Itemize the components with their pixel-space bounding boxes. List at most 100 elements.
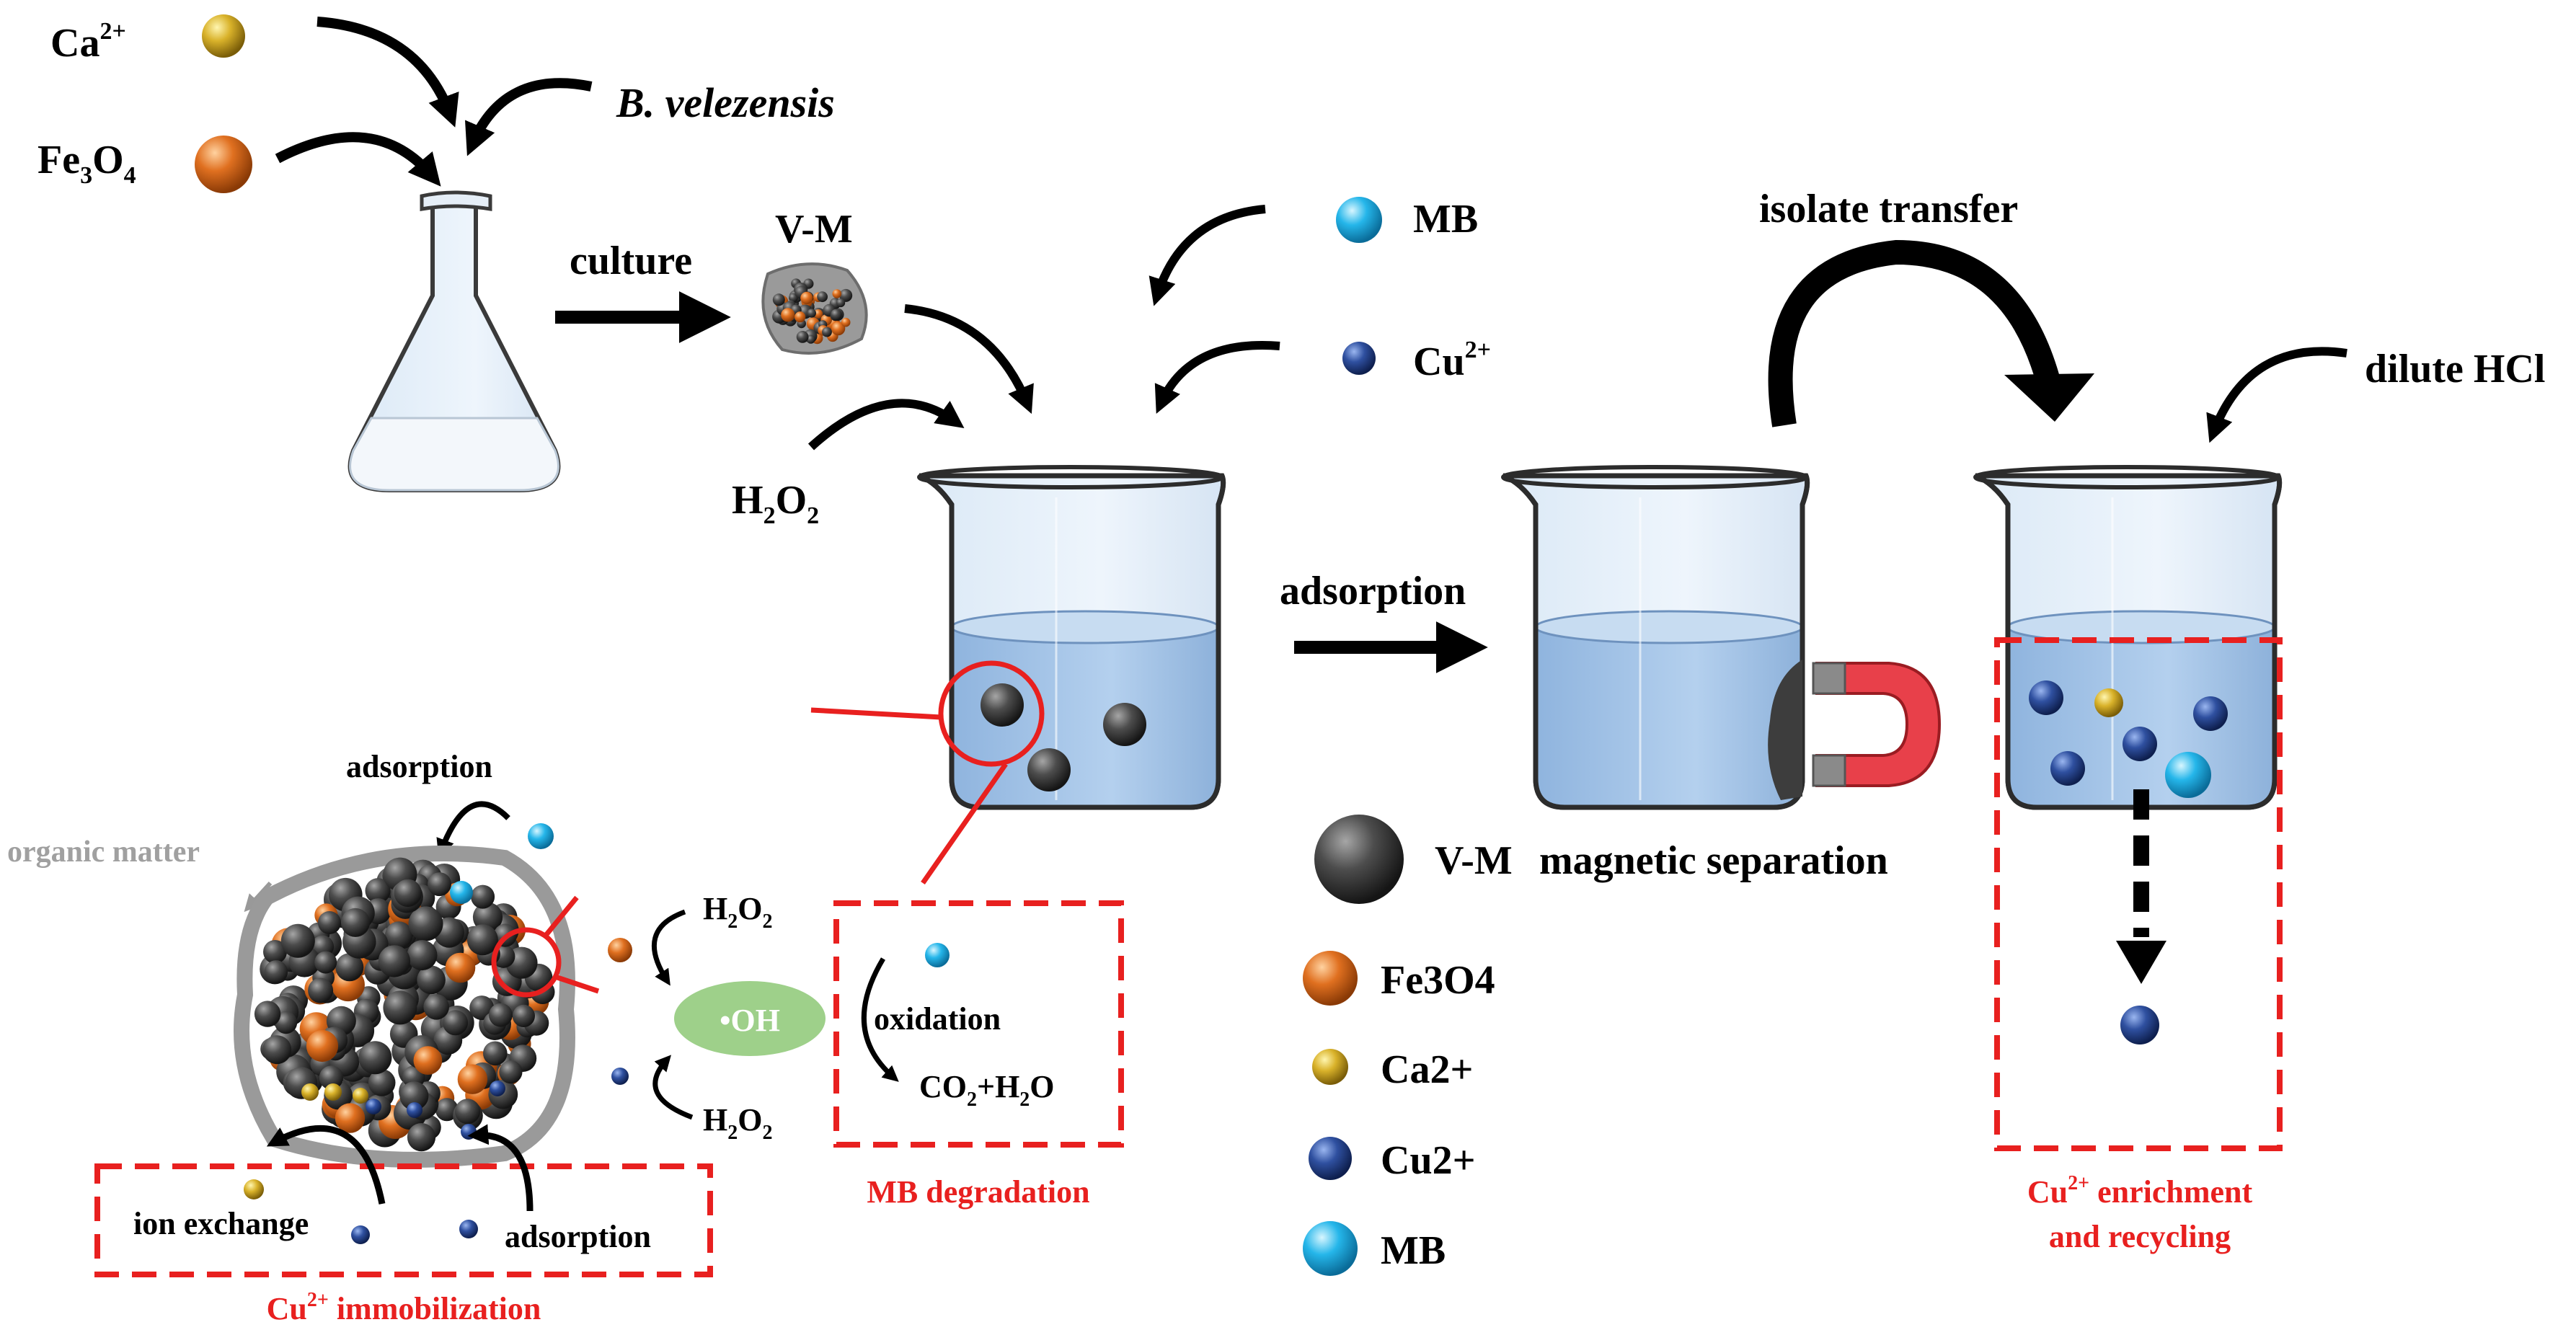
- aggregate-sphere: [817, 291, 828, 303]
- fe3o4-legend-icon: [1303, 951, 1358, 1006]
- aggregate-sphere: [450, 881, 473, 904]
- aggregate-sphere: [319, 1065, 344, 1090]
- legend: V-M Fe3O4 Ca2+ Cu2+ MB: [1303, 815, 1513, 1276]
- vm-particle-icon: [761, 262, 868, 355]
- cu-immobilization-label: Cu2+ immobilization: [267, 1289, 541, 1326]
- arrow-cu-to-beaker-icon: [1154, 341, 1280, 414]
- aggregate-sphere: [443, 1010, 469, 1036]
- down-arrowhead-icon: [2116, 941, 2166, 984]
- aggregate-sphere: [301, 1083, 319, 1101]
- oxidation-arrow-icon: [861, 957, 899, 1082]
- arrow-vm-to-beaker-icon: [904, 304, 1034, 414]
- separation-beaker: [1501, 465, 1810, 810]
- legend-label-mb: MB: [1381, 1228, 1446, 1273]
- mb-top-label: MB: [1413, 197, 1478, 241]
- aggregate-sphere: [454, 1099, 481, 1125]
- aggregate-sphere: [831, 309, 842, 321]
- ca-sphere-icon: [202, 14, 245, 58]
- mb-degradation-label: MB degradation: [867, 1174, 1089, 1210]
- aggregate-sphere: [469, 995, 495, 1021]
- legend-item-ca: Ca2+: [1312, 1047, 1473, 1092]
- aggregate-zoom-line-lower: [554, 974, 600, 994]
- aggregate-zoom-circle: [491, 927, 562, 998]
- aggregate-sphere: [471, 884, 495, 909]
- vm-top-label: V-M: [775, 207, 853, 252]
- cu-top-label: Cu2+: [1413, 337, 1491, 384]
- aggregate-sphere: [466, 924, 498, 956]
- aggregate-sphere: [841, 317, 851, 327]
- cu-top-sphere-icon: [1342, 342, 1376, 375]
- dilute-hcl-label: dilute HCl: [2365, 347, 2545, 391]
- zoom-line-lower: [921, 762, 1008, 885]
- culture-label: culture: [570, 239, 692, 283]
- arrow-hcl-to-beaker-icon: [2206, 347, 2347, 443]
- aggregate-sphere: [839, 288, 853, 302]
- legend-item-cu: Cu2+: [1309, 1137, 1476, 1183]
- ion-exchange-label: ion exchange: [133, 1206, 309, 1241]
- zoom-circle: [938, 660, 1045, 767]
- fe-catalyst-sphere-icon: [608, 938, 632, 962]
- oh-radical-ellipse: [674, 981, 826, 1056]
- aggregate-sphere: [407, 1123, 436, 1152]
- cu-enrichment-label-line2: and recycling: [2049, 1219, 2231, 1254]
- legend-item-mb: MB: [1303, 1221, 1446, 1276]
- legend-item-fe3o4: Fe3O4: [1303, 951, 1495, 1006]
- cu-catalyst-sphere-icon: [611, 1068, 629, 1085]
- ion-exchange-arrow-icon: [266, 1125, 386, 1205]
- aggregate-sphere: [796, 331, 809, 343]
- isolate-transfer-arrowhead-icon: [2004, 373, 2094, 422]
- aggregate-sphere: [358, 1041, 392, 1075]
- arrow-h2o2-upper-icon: [651, 909, 686, 986]
- aggregate-sphere: [807, 309, 817, 318]
- aggregate-sphere: [836, 298, 846, 308]
- legend-label-cu: Cu2+: [1381, 1138, 1476, 1183]
- ca-exchange-sphere-icon: [244, 1179, 264, 1199]
- cu-enrichment-label-line1: Cu2+ enrichment: [2027, 1172, 2253, 1210]
- cu-enrichment-box: [1994, 637, 2283, 1151]
- aggregate-sphere: [822, 327, 832, 337]
- arrow-fe-to-flask-icon: [275, 132, 441, 187]
- arrow-h2o2-to-beaker-icon: [807, 399, 965, 451]
- oxidation-label: oxidation: [874, 1001, 1001, 1037]
- aggregate-sphere: [489, 1003, 513, 1027]
- aggregate-sphere: [306, 1029, 339, 1063]
- aggregate-sphere: [335, 1103, 366, 1133]
- legend-label-vm: V-M: [1435, 838, 1513, 883]
- vm-aggregate: [234, 846, 575, 1168]
- aggregate-sphere: [445, 952, 476, 983]
- adsorption-arrow-label: adsorption: [1280, 569, 1466, 613]
- h2o2-main-label: H2O2: [732, 478, 819, 529]
- arrow-bacteria-to-flask-icon: [465, 78, 593, 156]
- mb-legend-icon: [1303, 1221, 1358, 1276]
- magnetic-separation-label: magnetic separation: [1539, 838, 1888, 883]
- legend-label-fe3o4: Fe3O4: [1381, 958, 1495, 1003]
- aggregate-sphere: [383, 990, 417, 1025]
- aggregate-sphere: [806, 334, 815, 344]
- aggregate-sphere: [378, 945, 411, 977]
- aggregate-sphere: [365, 878, 391, 904]
- recycled-cu-sphere-icon: [2120, 1006, 2159, 1045]
- aggregate-sphere: [423, 994, 449, 1020]
- aggregate-sphere: [280, 923, 315, 958]
- legend-item-vm: V-M: [1314, 815, 1513, 904]
- organic-matter-label: organic matter: [7, 835, 200, 869]
- aggregate-sphere: [417, 965, 446, 995]
- aggregate-sphere: [457, 1064, 488, 1094]
- aggregate-sphere: [795, 311, 806, 323]
- aggregate-sphere: [832, 289, 842, 298]
- h2o2-upper-label: H2O2: [703, 891, 772, 933]
- b-velezensis-label: B. velezensis: [616, 79, 835, 126]
- adsorption-particle-arrow-icon: [436, 801, 510, 858]
- aggregate-sphere: [499, 1060, 523, 1084]
- reagents-group: Ca2+ Fe3O4 B. velezensis: [37, 14, 835, 193]
- fe3o4-label: Fe3O4: [37, 138, 136, 189]
- adsorption-bottom-arrow-icon: [467, 1124, 534, 1212]
- mb-degrade-sphere-icon: [925, 943, 950, 967]
- aggregate-sphere: [341, 908, 370, 937]
- adsorption-particle-label: adsorption: [346, 749, 492, 784]
- aggregate-sphere: [366, 1099, 381, 1114]
- aggregate-sphere: [413, 1046, 443, 1075]
- aggregate-sphere: [264, 960, 288, 984]
- fe3o4-sphere-icon: [195, 136, 252, 193]
- aggregate-sphere: [368, 1069, 396, 1096]
